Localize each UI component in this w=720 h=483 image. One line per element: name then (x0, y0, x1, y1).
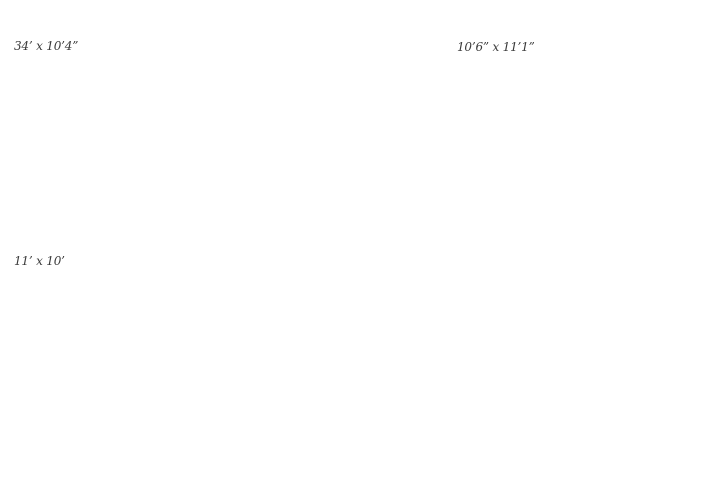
room-dimension-label: 11’ x 10’ (14, 254, 65, 268)
room-dimension-label: 34’ x 10’4” (14, 39, 79, 53)
room-dimension-label: 10’6” x 11’1” (457, 40, 535, 54)
